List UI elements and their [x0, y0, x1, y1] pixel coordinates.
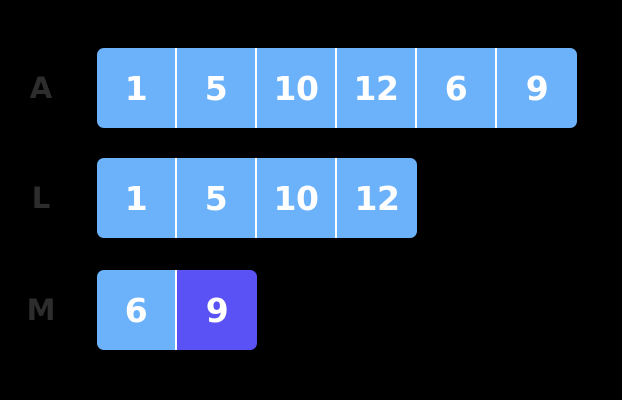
- array-cell[interactable]: 1: [97, 158, 177, 238]
- array-l-label: L: [31, 181, 51, 215]
- array-cell[interactable]: 9: [177, 270, 257, 350]
- array-cell[interactable]: 9: [497, 48, 577, 128]
- array-cell[interactable]: 12: [337, 158, 417, 238]
- array-cell[interactable]: 6: [97, 270, 177, 350]
- array-m-label: M: [26, 293, 56, 327]
- array-cell[interactable]: 10: [257, 48, 337, 128]
- array-cell[interactable]: 5: [177, 48, 257, 128]
- array-a-label: A: [29, 71, 53, 105]
- array-cell[interactable]: 6: [417, 48, 497, 128]
- array-cell[interactable]: 1: [97, 48, 177, 128]
- array-cell[interactable]: 12: [337, 48, 417, 128]
- array-cell[interactable]: 5: [177, 158, 257, 238]
- array-cell[interactable]: 10: [257, 158, 337, 238]
